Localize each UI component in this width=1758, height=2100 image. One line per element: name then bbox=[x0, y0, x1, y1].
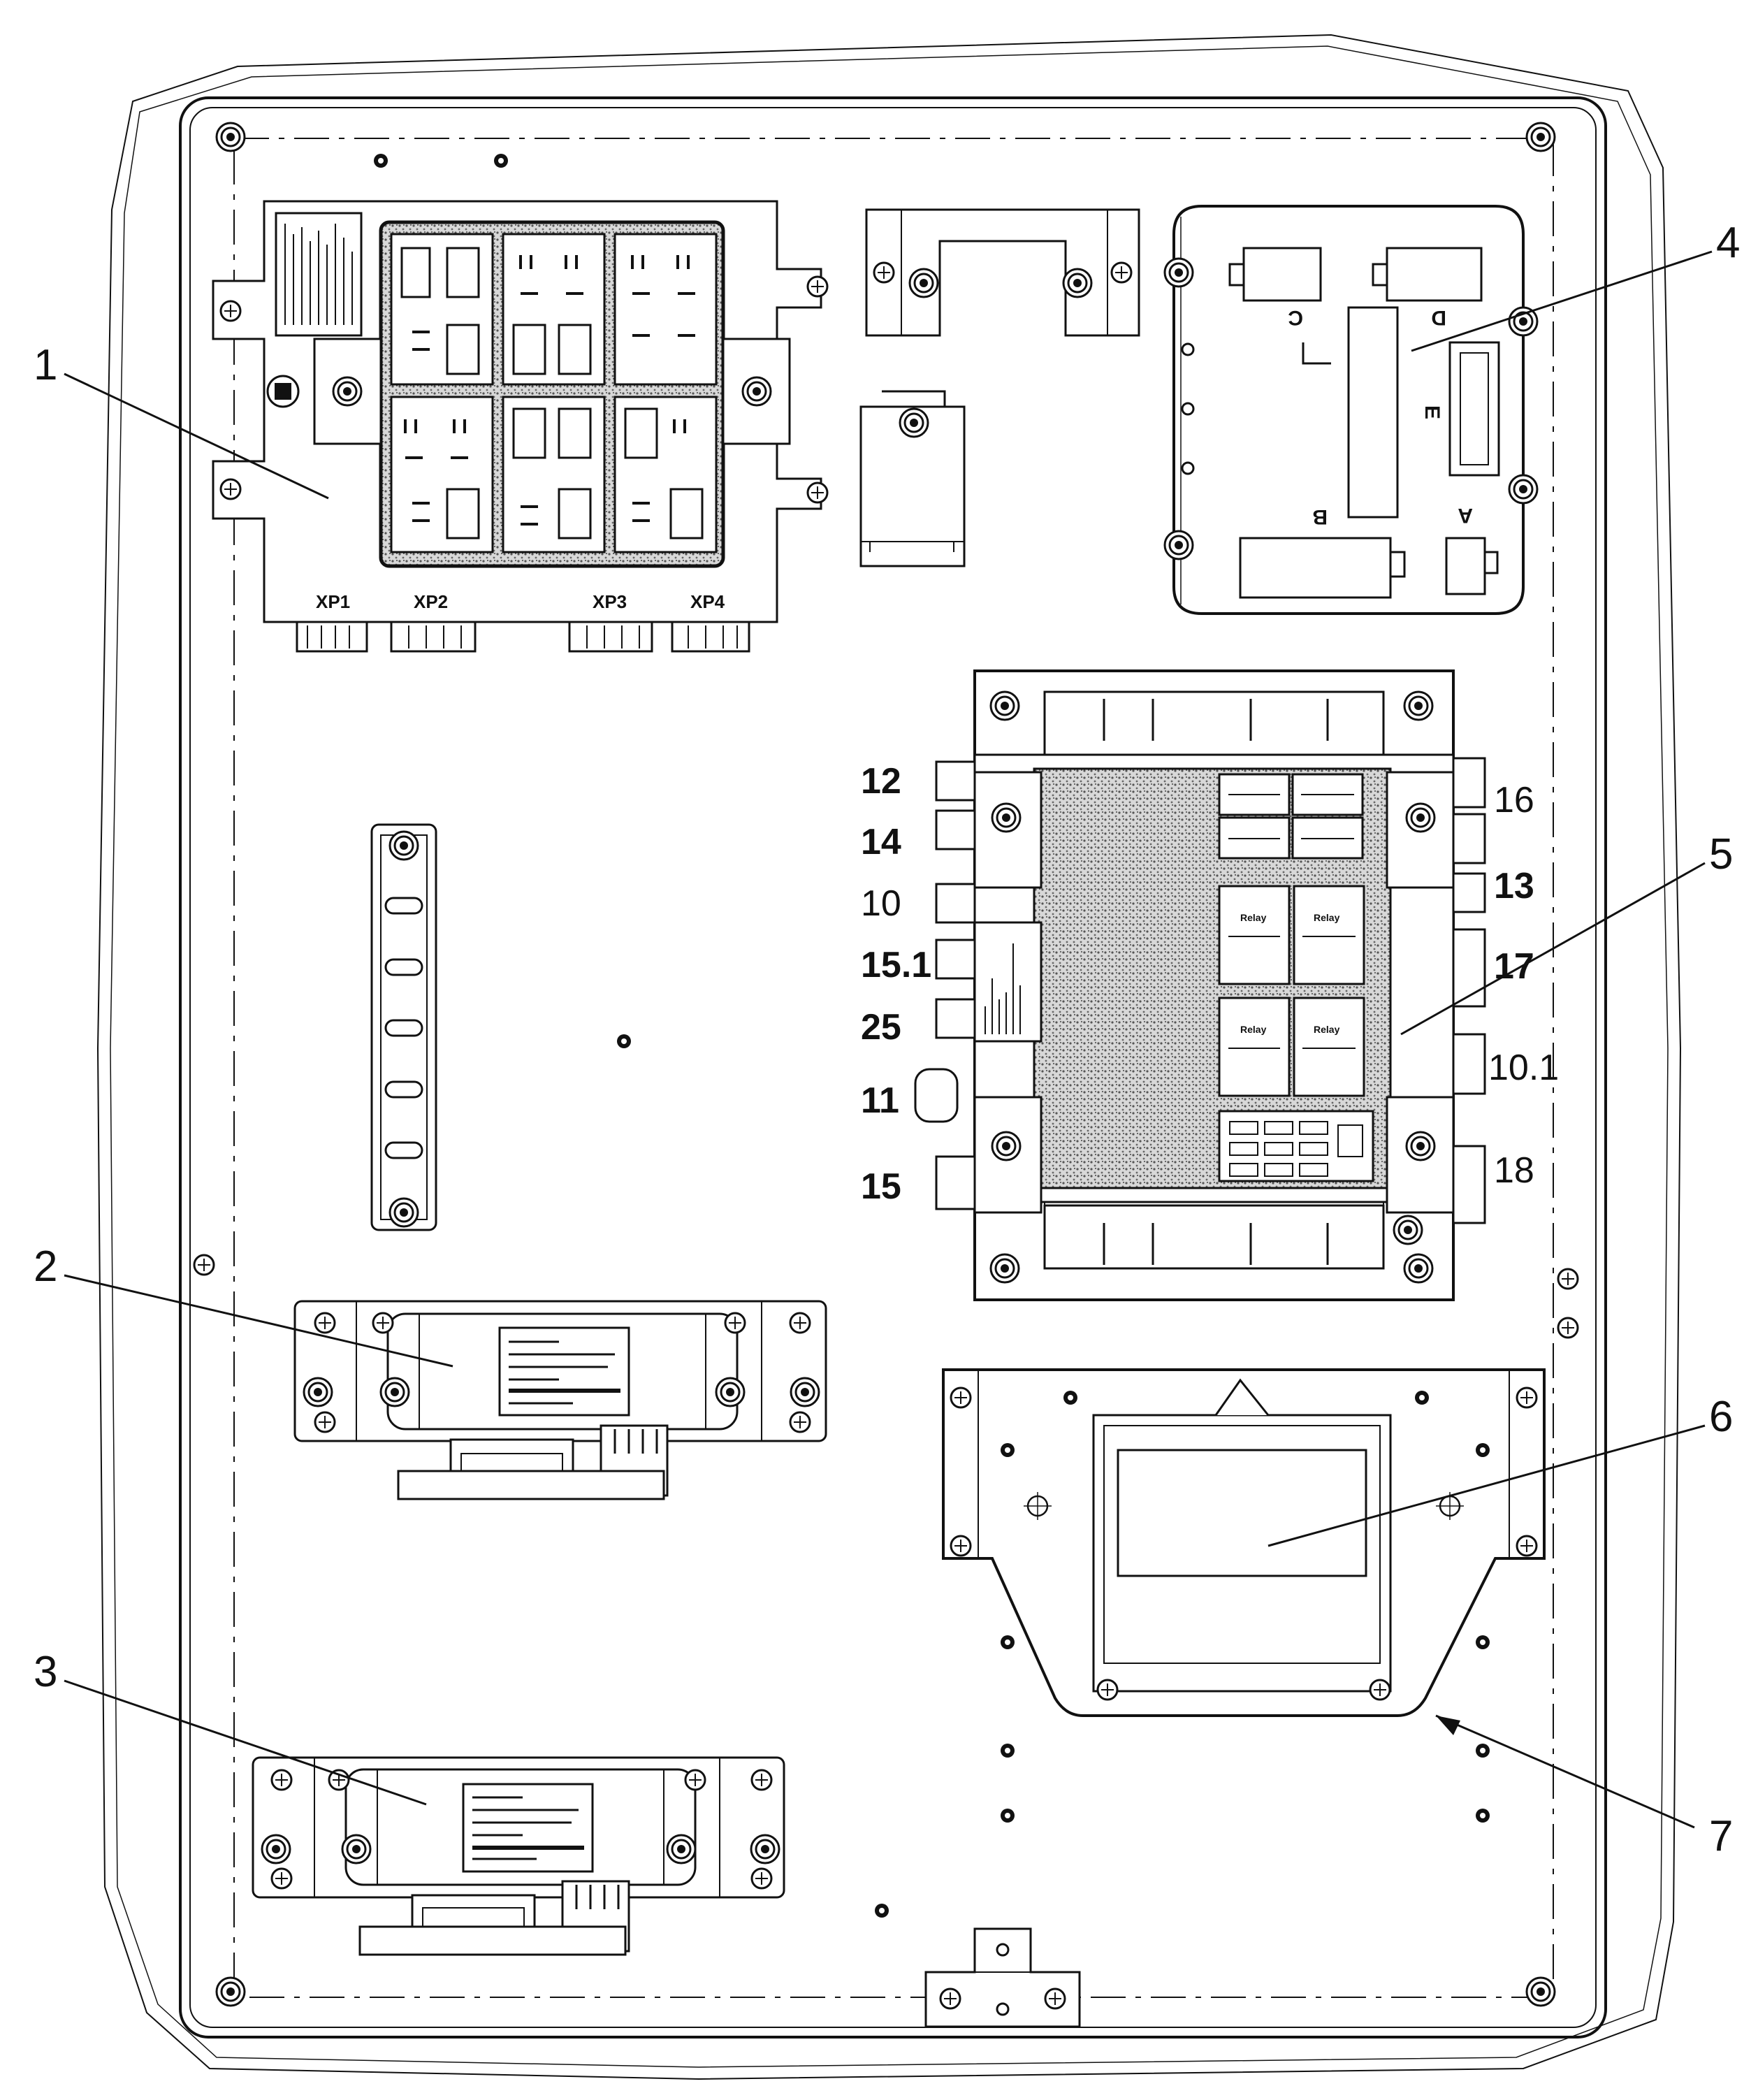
callout-3: 3 bbox=[34, 1648, 57, 1696]
terminal-label-14: 14 bbox=[861, 822, 901, 862]
relay-label: Relay bbox=[1314, 1024, 1340, 1035]
module-bracket bbox=[942, 1368, 1546, 1824]
bracket-small bbox=[859, 390, 966, 567]
terminal-label-15: 15 bbox=[861, 1166, 901, 1207]
callout-7: 7 bbox=[1709, 1812, 1733, 1860]
callout-1: 1 bbox=[34, 341, 57, 389]
fuse-block: XP1 XP2 XP3 XP4 bbox=[212, 200, 829, 653]
terminal-label-25: 25 bbox=[861, 1007, 901, 1048]
callout-4: 4 bbox=[1716, 219, 1740, 267]
connector-label-xp4: XP4 bbox=[690, 591, 725, 612]
socket-label-a: A bbox=[1458, 504, 1473, 527]
bracket-top bbox=[865, 208, 1140, 337]
socket-label-d: D bbox=[1431, 306, 1446, 329]
relay-label: Relay bbox=[1240, 912, 1267, 923]
terminal-label-10: 10 bbox=[861, 883, 901, 924]
terminal-label-13: 13 bbox=[1494, 866, 1534, 906]
terminal-label-12: 12 bbox=[861, 761, 901, 802]
relay-label: Relay bbox=[1314, 912, 1340, 923]
socket-label-e: E bbox=[1421, 405, 1444, 419]
bottom-bracket bbox=[924, 1927, 1081, 2028]
enclosure bbox=[96, 34, 1682, 2080]
relay-unit: C D E B A bbox=[1163, 205, 1539, 615]
terminal-label-15-1: 15.1 bbox=[861, 945, 931, 985]
control-unit-lower bbox=[252, 1756, 785, 1956]
connector-label-xp2: XP2 bbox=[414, 591, 448, 612]
connector-label-xp1: XP1 bbox=[316, 591, 350, 612]
terminal-label-17: 17 bbox=[1494, 946, 1534, 987]
mounting-block: Relay Relay Relay Relay 12 14 10 15.1 25… bbox=[861, 669, 1559, 1301]
terminal-label-18: 18 bbox=[1494, 1150, 1534, 1191]
callout-5: 5 bbox=[1709, 830, 1733, 878]
socket-label-b: B bbox=[1312, 505, 1328, 528]
relay-label: Relay bbox=[1240, 1024, 1267, 1035]
socket-label-c: C bbox=[1288, 306, 1303, 329]
control-unit-upper bbox=[293, 1300, 827, 1500]
terminal-label-16: 16 bbox=[1494, 780, 1534, 820]
callout-6: 6 bbox=[1709, 1393, 1733, 1441]
terminal-label-11: 11 bbox=[861, 1080, 899, 1121]
callout-2: 2 bbox=[34, 1243, 57, 1291]
connector-label-xp3: XP3 bbox=[593, 591, 627, 612]
terminal-label-10-1: 10.1 bbox=[1488, 1048, 1559, 1088]
leader-lines bbox=[64, 250, 1713, 1829]
bus-bar bbox=[370, 823, 437, 1231]
